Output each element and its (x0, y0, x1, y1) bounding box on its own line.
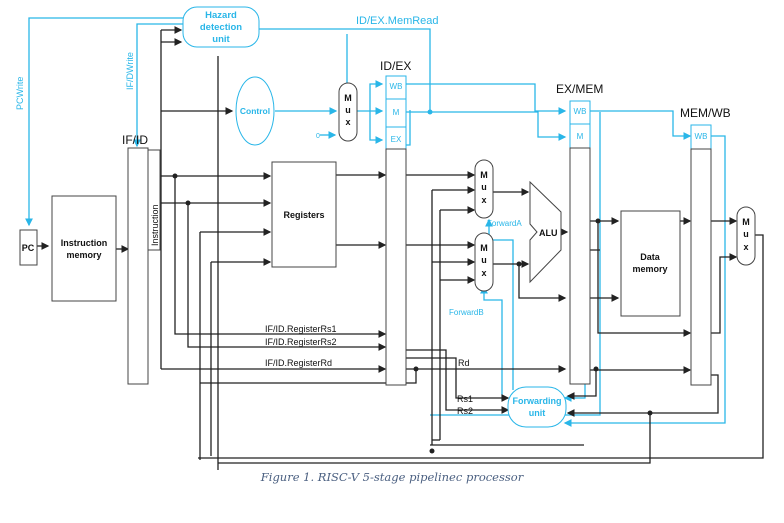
mux-label: u (481, 182, 487, 192)
control-label: Control (240, 106, 270, 116)
rs2-full-label: IF/ID.RegisterRs2 (265, 337, 337, 347)
forward-b-mux (474, 232, 494, 292)
imem-label-1: Instruction (61, 238, 108, 248)
mux-label: M (742, 217, 750, 227)
alu-label: ALU (539, 228, 558, 238)
forward-a-label: ForwardA (487, 219, 522, 228)
hazard-detection-unit (182, 6, 260, 48)
forwarding-unit (507, 386, 567, 428)
id-ex-ex-label: EX (391, 135, 402, 144)
id-ex-m-label: M (393, 108, 400, 117)
hazard-label-3: unit (212, 34, 230, 45)
id-ex-wb-label: WB (390, 82, 403, 91)
mux-label: M (480, 170, 488, 180)
ifdwrite-label: IF/DWrite (125, 52, 135, 90)
ex-mem-wb-label: WB (574, 107, 587, 116)
hazard-label-1: Hazard (205, 10, 237, 21)
writeback-mux (736, 206, 756, 266)
figure-caption: Figure 1. RISC-V 5-stage pipelinec proce… (260, 470, 524, 484)
rs1-full-label: IF/ID.RegisterRs1 (265, 324, 337, 334)
dmem-label-1: Data (640, 252, 661, 262)
memread-label: ID/EX.MemRead (356, 15, 439, 27)
instruction-field (147, 149, 161, 251)
mux-label: x (743, 242, 748, 252)
rs2-label: Rs2 (457, 406, 473, 416)
rs1-label: Rs1 (457, 394, 473, 404)
imem-label-2: memory (66, 250, 101, 260)
mem-wb-register (690, 148, 712, 386)
mem-wb-label: MEM/WB (680, 106, 731, 120)
pc-register (19, 229, 38, 266)
if-id-register (127, 147, 149, 385)
forwarding-label-1: Forwarding (513, 396, 562, 406)
mux-label: x (345, 117, 350, 127)
control-wires (25, 17, 726, 427)
mux-label: u (743, 229, 749, 239)
registers-file (271, 161, 337, 268)
rd-label: Rd (458, 358, 470, 368)
mux-label: M (480, 243, 488, 253)
mem-wb-wb-label: WB (695, 132, 708, 141)
instruction-memory (51, 195, 117, 302)
control-unit (235, 76, 275, 146)
if-id-label: IF/ID (122, 133, 148, 147)
pcwrite-label: PCWrite (15, 77, 25, 110)
id-ex-label: ID/EX (380, 59, 411, 73)
control-mux (338, 82, 358, 142)
forward-a-mux (474, 159, 494, 219)
ex-mem-label: EX/MEM (556, 82, 603, 96)
id-ex-register (385, 148, 407, 386)
forward-b-label: ForwardB (449, 308, 484, 317)
forwarding-label-2: unit (529, 408, 546, 418)
instruction-label: Instruction (150, 204, 160, 246)
mux-label: x (481, 195, 486, 205)
mux-label: x (481, 268, 486, 278)
zero-label: 0 (316, 133, 320, 140)
ex-mem-register (569, 147, 591, 385)
mux-label: u (345, 105, 351, 115)
datapath-wires (37, 26, 764, 470)
dmem-label-2: memory (632, 264, 667, 274)
mux-label: u (481, 255, 487, 265)
data-memory (620, 210, 681, 317)
hazard-label-2: detection (200, 22, 242, 33)
rd-full-label: IF/ID.RegisterRd (265, 358, 332, 368)
ex-mem-m-label: M (577, 132, 584, 141)
registers-label: Registers (283, 210, 324, 220)
alu (529, 180, 562, 284)
pc-label: PC (22, 243, 35, 253)
mux-label: M (344, 93, 352, 103)
